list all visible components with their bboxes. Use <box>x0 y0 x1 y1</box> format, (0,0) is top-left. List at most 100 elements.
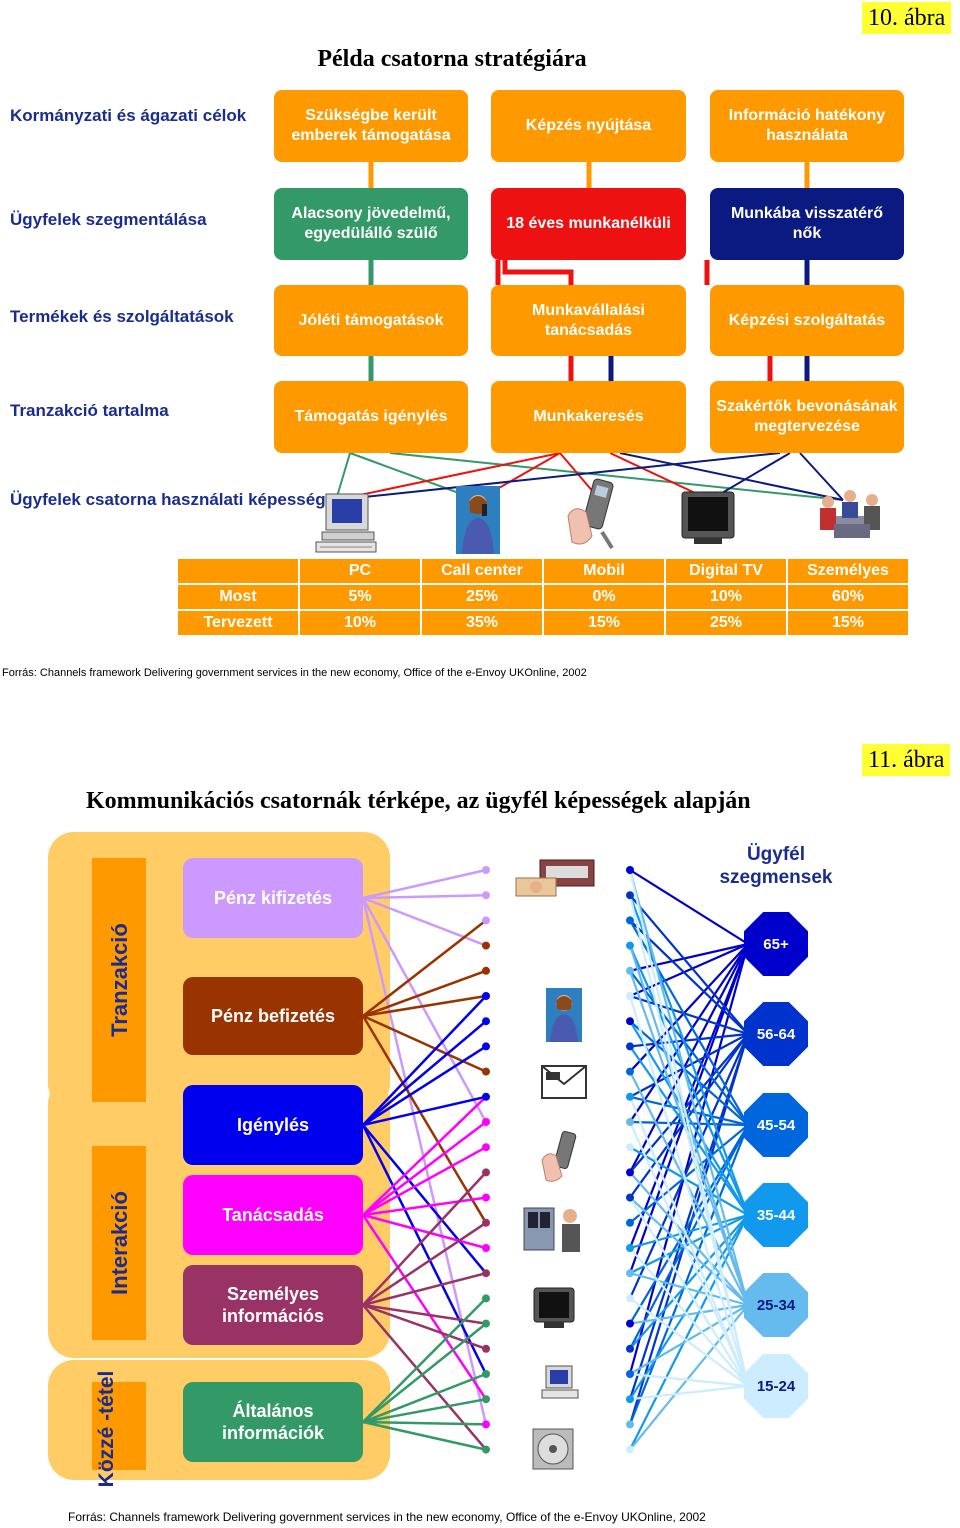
segment-65-plus: 65+ <box>744 912 808 976</box>
transaction-plan-experts: Szakértők bevonásának megtervezése <box>710 381 904 453</box>
table-cell: 0% <box>544 585 664 609</box>
mobile-phone-icon <box>567 478 614 550</box>
table-cell: 35% <box>422 611 542 635</box>
meeting-people-icon <box>820 490 880 538</box>
channel-dot <box>482 1244 490 1252</box>
channel-dot <box>482 1118 490 1126</box>
product-employment-advice: Munkavállalási tanácsadás <box>491 285 686 356</box>
channel-dot <box>482 966 490 975</box>
table-cell: 10% <box>666 585 786 609</box>
channel-dot <box>482 1395 490 1404</box>
channel-dot <box>482 891 490 900</box>
row-label-channel-capability: Ügyfelek csatorna használati képessége <box>10 490 336 509</box>
segment-dot <box>626 1118 634 1126</box>
segment-dot <box>626 1218 634 1227</box>
computer-icon <box>315 493 377 553</box>
channel-dot <box>482 1294 490 1303</box>
television-icon <box>681 491 735 544</box>
television-icon <box>533 1287 575 1328</box>
segment-dot <box>626 1445 634 1454</box>
service-advice: Tanácsadás <box>183 1175 363 1255</box>
fig10-connectors <box>335 162 844 501</box>
channel-dot <box>482 1042 490 1051</box>
phone-person-icon <box>456 486 500 554</box>
table-row-label-planned: Tervezett <box>178 611 298 635</box>
channel-dot <box>482 992 490 1000</box>
segment-dot <box>626 1017 634 1026</box>
segment-dot <box>626 1395 634 1404</box>
channel-dot <box>482 1218 490 1227</box>
table-header-pc: PC <box>300 559 420 583</box>
service-general-info: Általános információk <box>183 1382 363 1462</box>
channel-dot <box>482 1370 490 1378</box>
segment-35-44: 35-44 <box>744 1183 808 1247</box>
segment-dot <box>626 1143 634 1152</box>
channel-dot <box>482 1319 490 1328</box>
service-payment-in: Pénz befizetés <box>183 977 363 1055</box>
service-payment-out: Pénz kifizetés <box>183 858 363 938</box>
goal-provide-training: Képzés nyújtása <box>491 90 686 162</box>
segment-low-income-parent: Alacsony jövedelmű, egyedülálló szülő <box>274 188 468 260</box>
transaction-job-search: Munkakeresés <box>491 381 686 453</box>
segment-25-34: 25-34 <box>744 1273 808 1337</box>
segment-45-54: 45-54 <box>744 1093 808 1157</box>
channel-dot <box>482 1017 490 1026</box>
segment-dot <box>626 941 634 950</box>
product-training-service: Képzési szolgáltatás <box>710 285 904 356</box>
cd-icon <box>532 1428 574 1470</box>
kiosk-people-icon <box>523 1207 580 1252</box>
table-cell: 10% <box>300 611 420 635</box>
segment-dot <box>626 891 634 900</box>
channel-dot <box>482 916 490 925</box>
segment-dot <box>626 1092 634 1101</box>
table-header-digital-tv: Digital TV <box>666 559 786 583</box>
group-bar-transaction <box>92 858 146 1102</box>
table-header-blank <box>178 559 298 583</box>
source-note: Forrás: Channels framework Delivering go… <box>68 1510 706 1524</box>
table-cell: 25% <box>666 611 786 635</box>
table-cell: 60% <box>788 585 908 609</box>
segment-dot <box>626 1370 634 1378</box>
segment-dot <box>626 966 634 975</box>
figure-title: Példa csatorna stratégiára <box>317 46 587 72</box>
channel-dot <box>482 1067 490 1076</box>
channel-dot <box>482 1420 490 1429</box>
channel-dot <box>482 1143 490 1152</box>
row-label-products: Termékek és szolgáltatások <box>10 307 234 326</box>
segment-dot <box>626 1420 634 1429</box>
table-header-mobile: Mobil <box>544 559 664 583</box>
segments-title: Ügyfél szegmensek <box>719 844 833 888</box>
goal-information-use: Információ hatékony használata <box>710 90 904 162</box>
segment-dot <box>626 1168 634 1177</box>
service-personal-info: Személyes információs <box>183 1265 363 1345</box>
segment-dot <box>626 1319 634 1328</box>
segment-dot <box>626 866 634 874</box>
figure-title: Kommunikációs csatornák térképe, az ügyf… <box>86 788 751 814</box>
row-label-goals: Kormányzati és ágazati célok <box>10 106 247 125</box>
table-cell: 15% <box>788 611 908 635</box>
segment-dot <box>626 1244 634 1252</box>
letter-envelope-icon <box>541 1065 587 1099</box>
table-row-label-now: Most <box>178 585 298 609</box>
segment-dot <box>626 916 634 925</box>
segment-dot <box>626 1067 634 1076</box>
segment-15-24: 15-24 <box>744 1354 808 1418</box>
channel-dot <box>482 941 490 950</box>
source-note: Forrás: Channels framework Delivering go… <box>2 667 587 679</box>
service-application: Igénylés <box>183 1085 363 1165</box>
product-welfare: Jóléti támogatások <box>274 285 468 356</box>
mobile-phone-icon <box>541 1130 577 1182</box>
segment-56-64: 56-64 <box>744 1002 808 1066</box>
channel-dot <box>482 1168 490 1177</box>
channel-dot <box>482 1269 490 1278</box>
table-cell: 5% <box>300 585 420 609</box>
row-label-transactions: Tranzakció tartalma <box>10 401 169 420</box>
channel-dot <box>482 1445 490 1454</box>
segment-dot <box>626 1042 634 1051</box>
table-cell: 25% <box>422 585 542 609</box>
call-center-person-icon <box>546 988 582 1042</box>
transaction-claim-support: Támogatás igénylés <box>274 381 468 453</box>
segment-unemployed-18: 18 éves munkanélküli <box>491 188 686 260</box>
goal-support-needy: Szükségbe került emberek támogatása <box>274 90 468 162</box>
figure-label: 11. ábra <box>862 744 951 776</box>
